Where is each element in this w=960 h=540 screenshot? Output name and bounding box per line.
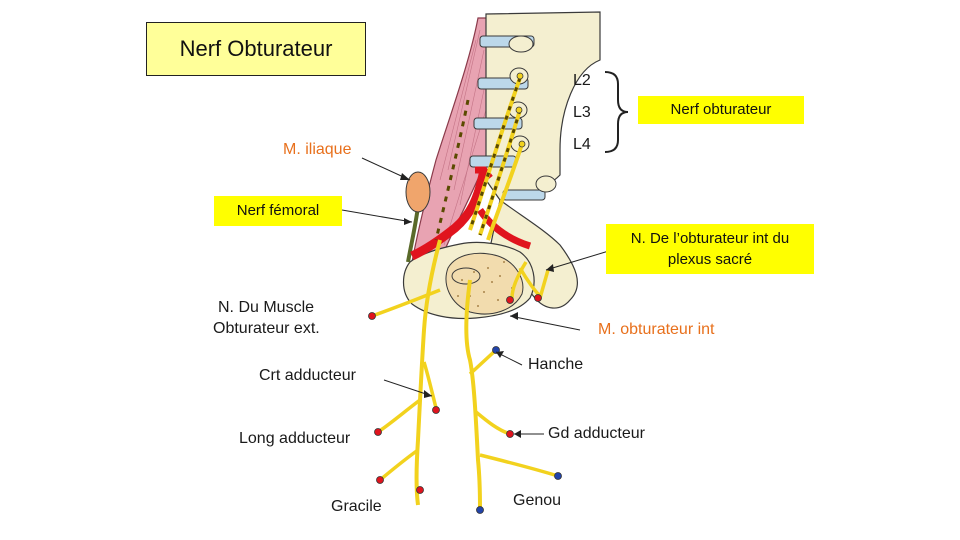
label-crt-adducteur: Crt adducteur	[259, 367, 356, 384]
roots-brace	[604, 71, 629, 153]
root-label-l2: L2	[573, 72, 591, 89]
label-long-adducteur: Long adducteur	[239, 430, 351, 447]
label-m-obturateur-int: M. obturateur int	[598, 321, 715, 338]
label-m-iliaque: M. iliaque	[283, 141, 352, 158]
obturator-internus-muscle	[445, 252, 524, 315]
obturator-nerve-trunk	[414, 239, 482, 509]
slide-title: Nerf Obturateur	[146, 22, 366, 76]
root-label-l3: L3	[573, 104, 591, 121]
label-gracile: Gracile	[331, 498, 382, 515]
vertebral-foramina	[508, 35, 557, 193]
label-n-muscle-obt-ext-line2: Obturateur ext.	[213, 320, 320, 337]
branch-endpoints	[368, 294, 562, 514]
iliac-artery-branch	[477, 208, 532, 250]
root-label-l4: L4	[573, 136, 591, 153]
label-n-muscle-obt-ext-line1: N. Du Muscle	[218, 299, 315, 316]
iliacus-muscle	[411, 17, 491, 263]
label-nerf-femoral: Nerf fémoral	[214, 196, 342, 226]
obturator-foramen	[451, 267, 481, 285]
label-gd-adducteur: Gd adducteur	[548, 425, 645, 442]
label-nerf-obturateur: Nerf obturateur	[638, 96, 804, 124]
label-n-obturateur-int-line2: plexus sacré	[667, 251, 753, 268]
label-hanche: Hanche	[528, 356, 584, 373]
label-genou: Genou	[513, 492, 562, 509]
label-n-obturateur-int: N. De l’obturateur int du plexus sacré	[606, 224, 814, 274]
iliac-artery	[410, 169, 489, 261]
iliacus-belly	[405, 171, 431, 213]
label-n-obturateur-int-line1: N. De l’obturateur int du	[630, 230, 790, 247]
